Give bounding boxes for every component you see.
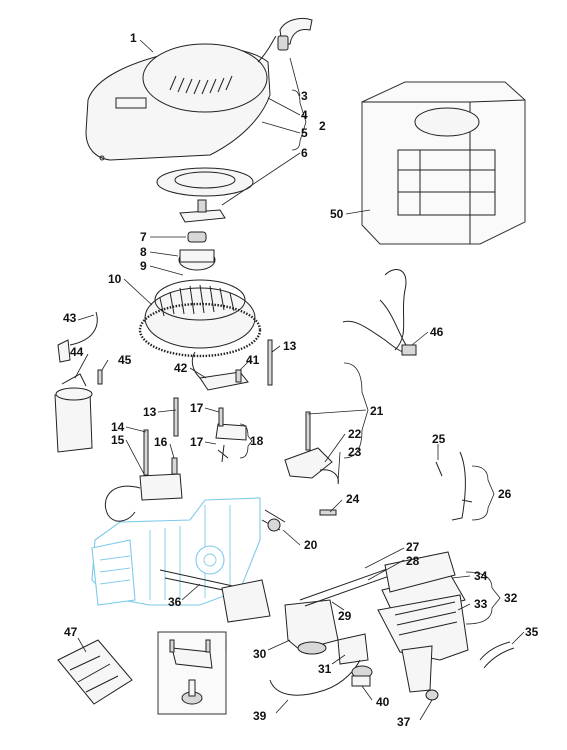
engine-block	[91, 497, 261, 606]
callout-7: 7	[140, 230, 147, 244]
callout-28: 28	[406, 554, 420, 568]
carburetor	[221, 567, 396, 665]
callout-8: 8	[140, 245, 147, 259]
ignition-coil	[104, 397, 183, 522]
callout-25: 25	[432, 432, 446, 446]
callout-27: 27	[406, 540, 420, 554]
starter-pulley	[156, 167, 254, 197]
complete-engine-box	[361, 81, 526, 245]
flywheel	[138, 279, 262, 358]
starter-housing	[85, 35, 277, 161]
air-filter	[377, 551, 469, 693]
callout-24: 24	[346, 492, 360, 506]
starter-motor	[54, 369, 103, 453]
callout-44: 44	[70, 345, 84, 359]
callout-34: 34	[474, 569, 488, 583]
callout-labels: 1 2 3 4 5 6 7 8 9 10 13 13 14 15 16 17 1…	[63, 31, 539, 729]
callout-1: 1	[130, 31, 137, 45]
callout-16: 16	[154, 435, 168, 449]
nut-and-ring	[178, 231, 216, 271]
callout-13-upper: 13	[283, 339, 297, 353]
callout-17-upper: 17	[190, 401, 204, 415]
callout-9: 9	[140, 259, 147, 273]
governor-linkage	[261, 411, 339, 532]
callout-41: 41	[246, 353, 260, 367]
callout-6: 6	[301, 146, 308, 160]
throttle-bracket	[435, 451, 473, 521]
fuel-line	[269, 659, 361, 696]
callout-43: 43	[63, 311, 77, 325]
callout-33: 33	[474, 597, 488, 611]
callout-21: 21	[370, 404, 384, 418]
breather-tube	[479, 641, 515, 669]
leader-lines	[74, 39, 525, 721]
callout-10: 10	[108, 272, 122, 286]
hardware-kit-bag	[57, 639, 133, 705]
callout-3: 3	[301, 89, 308, 103]
callout-45: 45	[118, 353, 132, 367]
ignition-parts	[191, 339, 273, 463]
callout-15: 15	[111, 433, 125, 447]
callout-14: 14	[111, 420, 125, 434]
callout-42: 42	[174, 361, 188, 375]
callout-30: 30	[253, 647, 267, 661]
callout-32: 32	[504, 591, 518, 605]
callout-39: 39	[253, 709, 267, 723]
callout-20: 20	[304, 538, 318, 552]
callout-4: 4	[301, 108, 308, 122]
spark-plug-lead	[57, 311, 98, 363]
callout-29: 29	[338, 609, 352, 623]
callout-18: 18	[250, 434, 264, 448]
callout-47: 47	[64, 625, 78, 639]
callout-31: 31	[318, 662, 332, 676]
callout-23: 23	[348, 445, 362, 459]
callout-36: 36	[168, 595, 182, 609]
callout-5: 5	[301, 126, 308, 140]
callout-17-lower: 17	[190, 435, 204, 449]
callout-22: 22	[348, 427, 362, 441]
starter-handle	[277, 17, 313, 51]
callout-40: 40	[376, 695, 390, 709]
starter-cup	[179, 199, 226, 223]
callout-37: 37	[397, 715, 411, 729]
callout-2: 2	[319, 119, 326, 133]
callout-50: 50	[330, 207, 344, 221]
wiring-harness	[342, 269, 417, 356]
fuel-valve	[351, 665, 439, 701]
callout-46: 46	[430, 325, 444, 339]
callout-26: 26	[498, 487, 512, 501]
detail-inset-box	[157, 631, 227, 715]
callout-35: 35	[525, 625, 539, 639]
callout-13-lower: 13	[143, 405, 157, 419]
